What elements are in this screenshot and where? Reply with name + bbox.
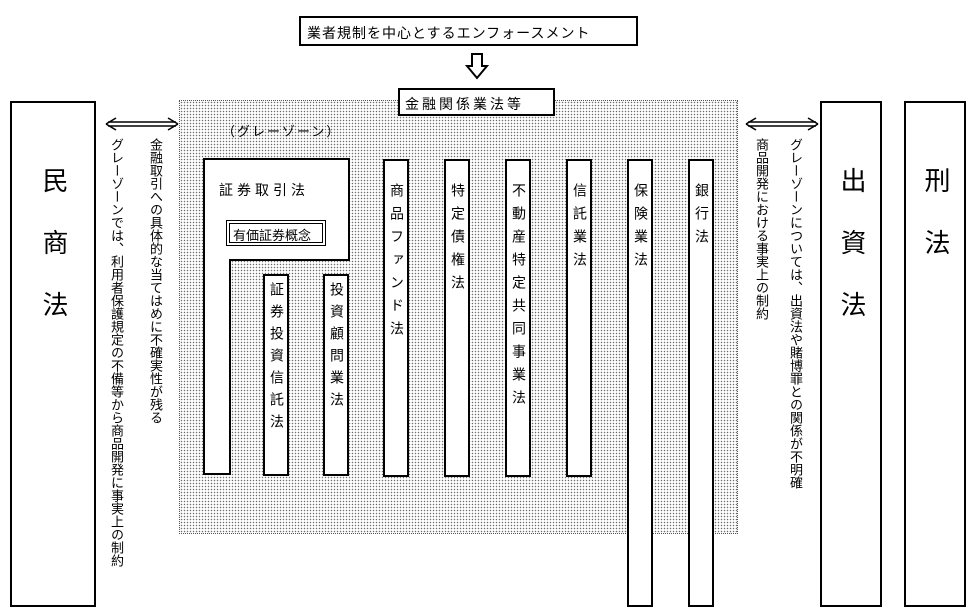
enforcement-label: 業者規制を中心とするエンフォースメント bbox=[307, 26, 591, 42]
real-estate-joint-business-law-label: 不動産特定共同事業法 bbox=[510, 183, 526, 413]
criminal-law-label: 刑法 bbox=[920, 167, 950, 291]
insurance-business-law-box: 保険業法 bbox=[627, 159, 653, 607]
down-arrow-icon bbox=[465, 53, 489, 80]
commodity-fund-law-label: 商品ファンド法 bbox=[388, 183, 404, 344]
securities-investment-trust-law-box: 証券投資信託法 bbox=[263, 274, 289, 476]
specified-claims-law-label: 特定債権法 bbox=[449, 183, 465, 298]
financial-business-laws-label: 金融関係業法等 bbox=[405, 97, 524, 113]
right-note-constraint: 商品開発における事実上の制約 bbox=[753, 138, 768, 320]
enforcement-box: 業者規制を中心とするエンフォースメント bbox=[299, 16, 638, 46]
banking-law-label: 銀行法 bbox=[693, 183, 709, 252]
gray-zone-label: （グレーゾーン） bbox=[222, 125, 342, 140]
investment-law-label: 出資法 bbox=[836, 167, 866, 353]
right-note-gray-zone: グレーゾーンについては、出資法や賭博罪との関係が不明確 bbox=[787, 138, 802, 489]
specified-claims-law-box: 特定債権法 bbox=[444, 159, 470, 477]
left-double-arrow-icon bbox=[105, 117, 179, 131]
investment-advisory-law-label: 投資顧問業法 bbox=[328, 282, 344, 414]
investment-law-pillar: 出資法 bbox=[820, 101, 882, 607]
banking-law-box: 銀行法 bbox=[688, 159, 714, 607]
left-note-gray-zone: グレーゾーンでは、利用者保護規定の不備等から商品開発に事実上の制約 bbox=[108, 138, 123, 567]
securities-investment-trust-law-label: 証券投資信託法 bbox=[268, 282, 284, 436]
civil-commercial-law-pillar: 民商法 bbox=[10, 101, 96, 607]
securities-law-title: 証券取引法 bbox=[219, 183, 309, 199]
left-note-uncertainty: 金融取引への具体的な当てはめに不確実性が残る bbox=[147, 138, 162, 424]
commodity-fund-law-box: 商品ファンド法 bbox=[383, 159, 409, 477]
financial-business-laws-box: 金融関係業法等 bbox=[398, 88, 555, 116]
securities-concept-box: 有価証券概念 bbox=[226, 220, 326, 246]
criminal-law-pillar: 刑法 bbox=[904, 101, 966, 607]
real-estate-joint-business-law-box: 不動産特定共同事業法 bbox=[505, 159, 531, 477]
trust-business-law-box: 信託業法 bbox=[566, 159, 592, 477]
insurance-business-law-label: 保険業法 bbox=[632, 183, 648, 275]
right-double-arrow-icon bbox=[745, 117, 819, 131]
investment-advisory-law-box: 投資顧問業法 bbox=[323, 274, 349, 476]
securities-concept-label: 有価証券概念 bbox=[233, 229, 312, 244]
trust-business-law-label: 信託業法 bbox=[571, 183, 587, 275]
civil-commercial-law-label: 民商法 bbox=[38, 167, 68, 353]
